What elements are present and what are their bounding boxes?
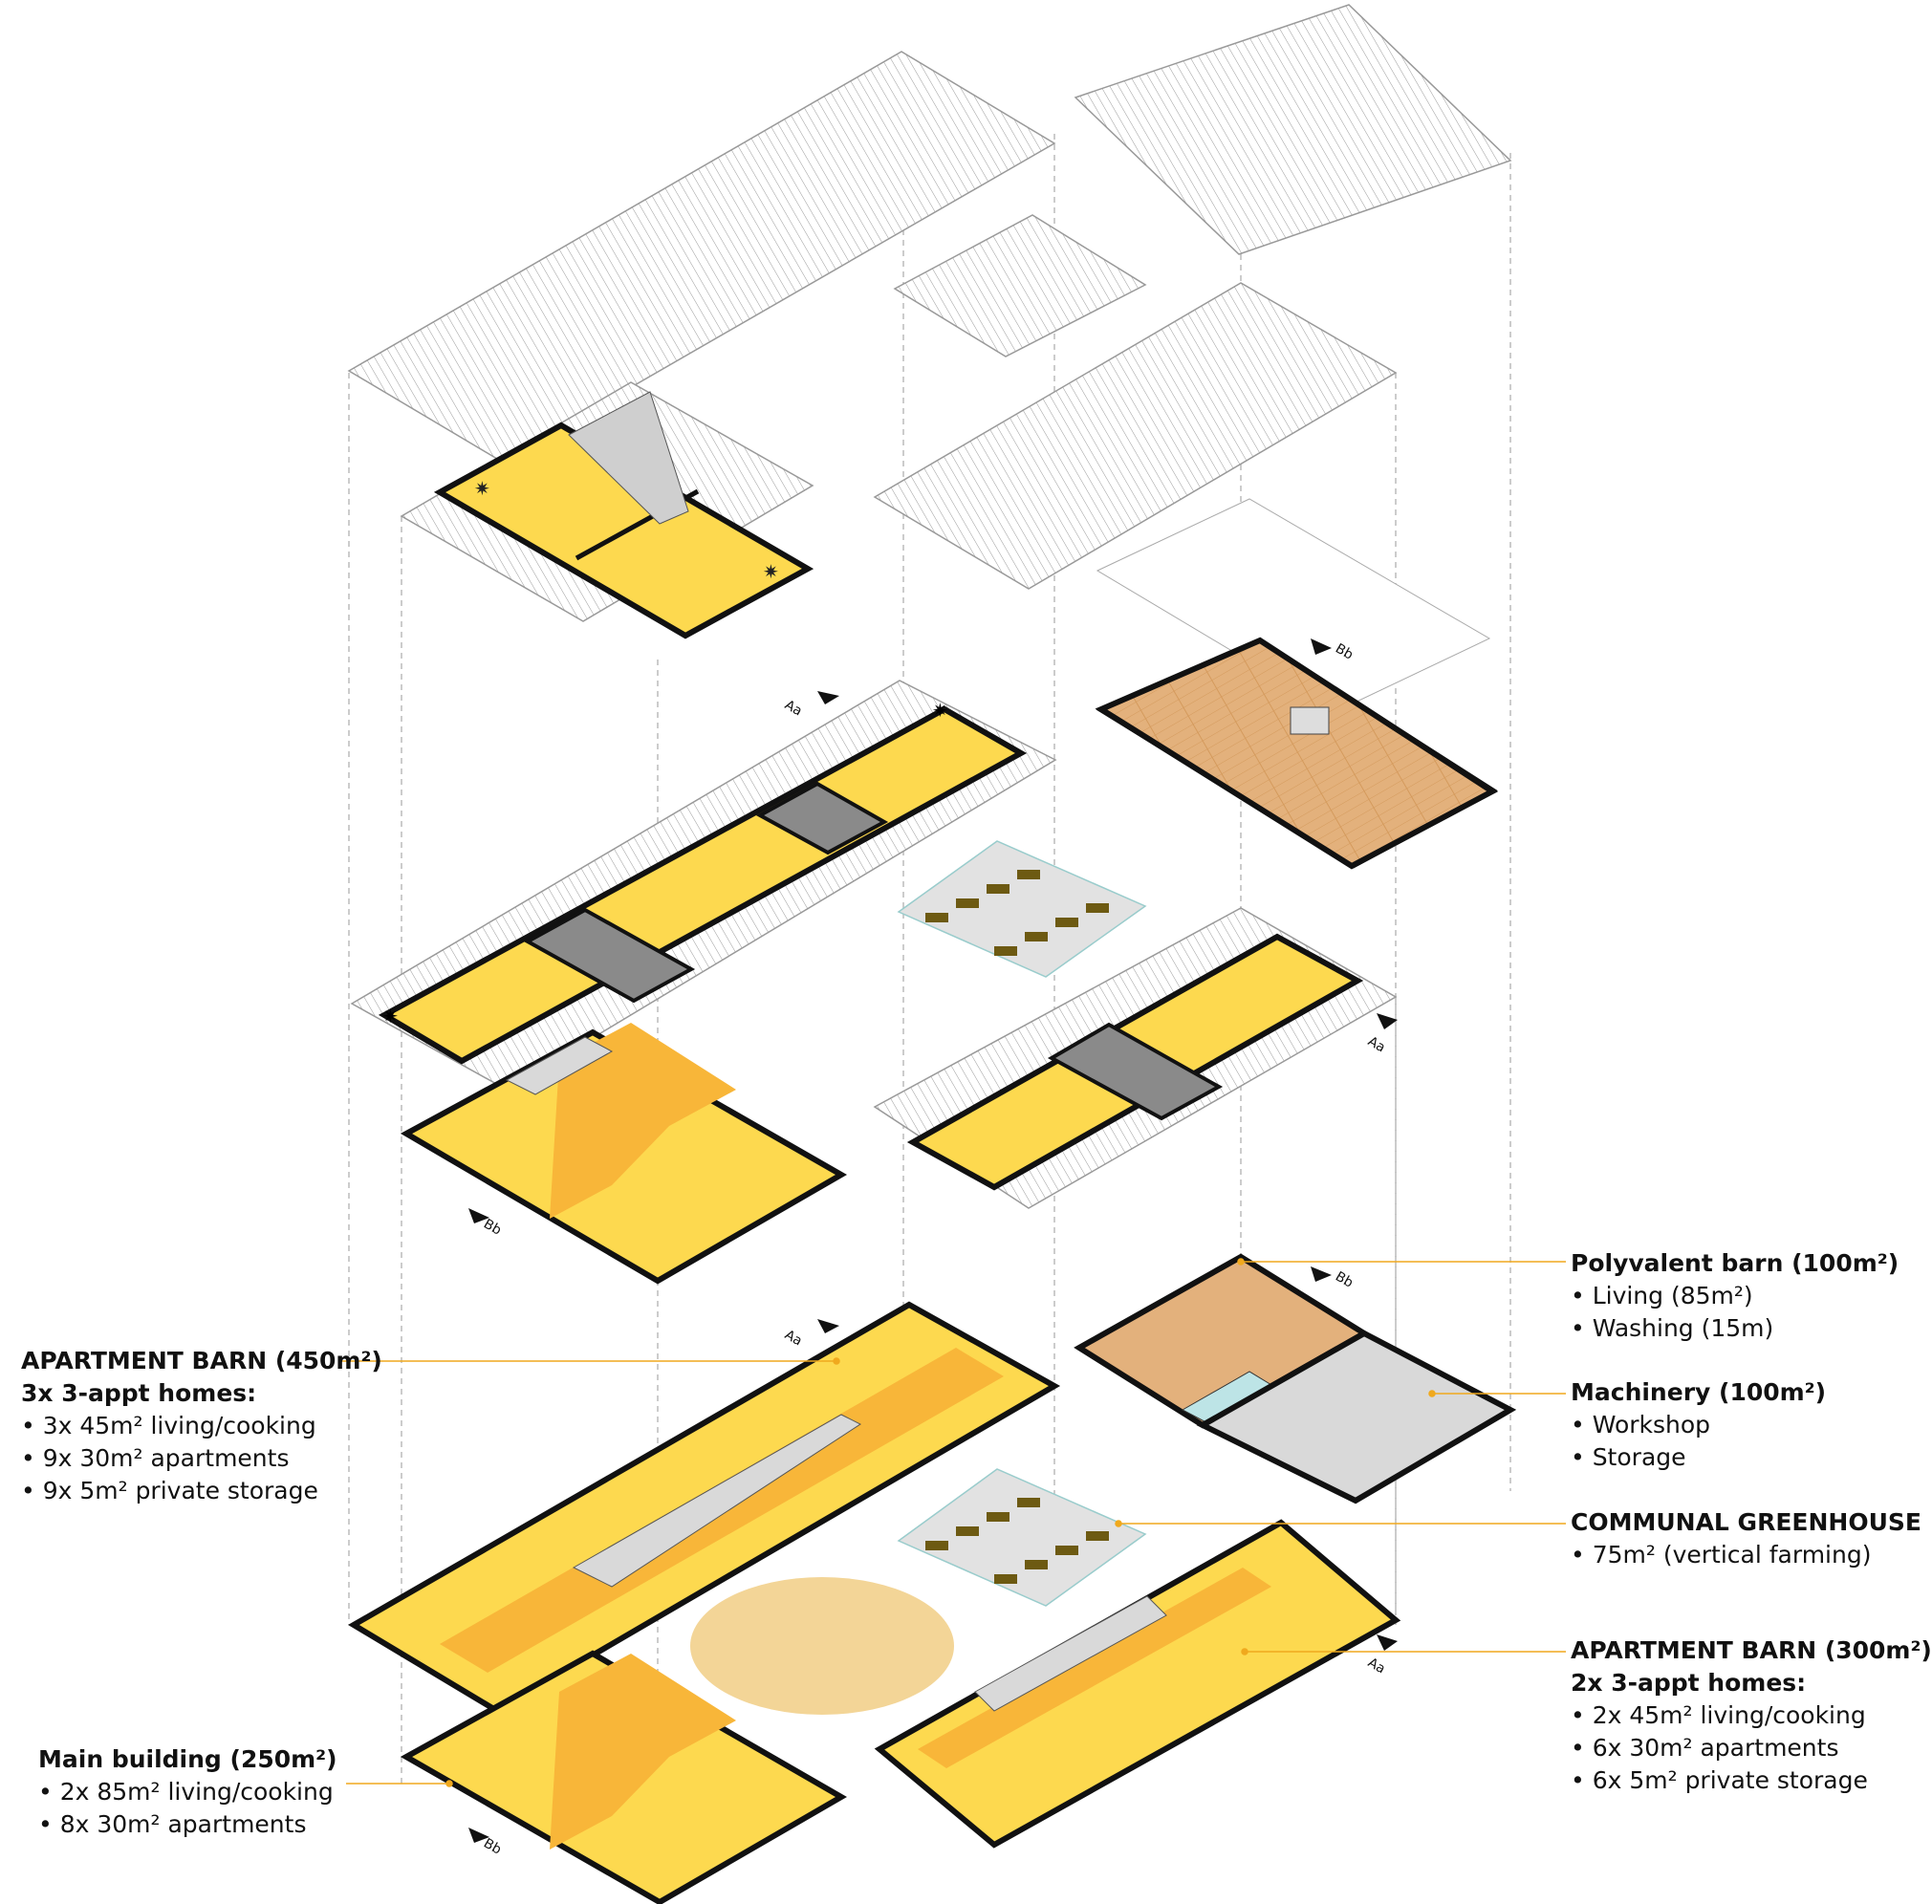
label-apartment-barn-300-title: APARTMENT BARN (300m²) — [1571, 1636, 1932, 1664]
label-apartment-barn-450-subtitle: 3x 3-appt homes: — [21, 1379, 257, 1407]
floor-main-ground — [400, 1650, 847, 1904]
leader-lines — [342, 1258, 1566, 1787]
roof-apartment-barn-300 — [873, 282, 1398, 590]
floor-polyvalent-upper — [1095, 498, 1498, 870]
greenhouse-ground — [897, 1468, 1147, 1607]
svg-text:✷: ✷ — [932, 699, 948, 722]
label-item: • 8x 30m² apartments — [38, 1810, 307, 1838]
roof-greenhouse — [893, 214, 1147, 357]
label-item: • 2x 85m² living/cooking — [38, 1778, 334, 1806]
section-mark-bb-4: Bb — [481, 1836, 504, 1858]
label-communal-greenhouse-title: COMMUNAL GREENHOUSE — [1571, 1508, 1921, 1536]
label-item: • 75m² (vertical farming) — [1571, 1541, 1872, 1569]
label-apartment-barn-450-title: APARTMENT BARN (450m²) — [21, 1347, 382, 1374]
label-item: • 3x 45m² living/cooking — [21, 1412, 316, 1439]
floor-main-middle — [400, 1023, 848, 1285]
label-main-building-title: Main building (250m²) — [38, 1745, 337, 1773]
section-mark-bb-2: Bb — [481, 1217, 504, 1239]
label-item: • 2x 45m² living/cooking — [1571, 1701, 1866, 1729]
roof-polyvalent-barn — [1074, 4, 1512, 255]
greenhouse-upper — [897, 840, 1147, 978]
label-polyvalent-barn-title: Polyvalent barn (100m²) — [1571, 1249, 1899, 1277]
svg-text:✷: ✷ — [763, 560, 779, 583]
label-item: • 9x 5m² private storage — [21, 1477, 318, 1504]
label-communal-greenhouse: COMMUNAL GREENHOUSE • 75m² (vertical far… — [1571, 1506, 1921, 1571]
label-apartment-barn-450: APARTMENT BARN (450m²) 3x 3-appt homes: … — [21, 1345, 382, 1507]
label-main-building: Main building (250m²) • 2x 85m² living/c… — [38, 1743, 337, 1841]
roof-apartment-barn-450 — [347, 51, 1056, 463]
section-mark-aa-3: Aa — [782, 1328, 805, 1350]
label-item: • Storage — [1571, 1443, 1686, 1471]
floor-apartment-barn-300-ground — [874, 1519, 1401, 1849]
label-polyvalent-barn: Polyvalent barn (100m²) • Living (85m²) … — [1571, 1247, 1899, 1345]
label-item: • 6x 30m² apartments — [1571, 1734, 1839, 1762]
floor-apartment-barn-450-upper: ✷ ✷ — [350, 680, 1057, 1091]
section-mark-aa-1: Aa — [782, 698, 805, 720]
section-mark-bb-3: Bb — [1333, 1269, 1356, 1291]
floor-apartment-barn-300-upper — [873, 907, 1398, 1209]
label-machinery-title: Machinery (100m²) — [1571, 1378, 1827, 1406]
label-item: • Living (85m²) — [1571, 1282, 1753, 1309]
svg-text:✷: ✷ — [382, 1005, 399, 1028]
label-machinery: Machinery (100m²) • Workshop • Storage — [1571, 1376, 1826, 1474]
label-item: • 6x 5m² private storage — [1571, 1766, 1868, 1794]
roofs — [347, 4, 1512, 622]
label-item: • 9x 30m² apartments — [21, 1444, 290, 1472]
floor-apartment-barn-450-ground — [348, 1301, 1061, 1715]
section-mark-aa-4: Aa — [1365, 1655, 1388, 1677]
floor-polyvalent-ground — [1074, 1253, 1517, 1504]
floor-main-upper: ✷ ✷ — [433, 391, 814, 639]
courtyard-circle — [690, 1577, 954, 1715]
label-item: • Workshop — [1571, 1411, 1711, 1439]
section-mark-aa-2: Aa — [1365, 1034, 1388, 1056]
svg-text:✷: ✷ — [474, 477, 490, 500]
label-apartment-barn-300: APARTMENT BARN (300m²) 2x 3-appt homes: … — [1571, 1634, 1932, 1797]
label-item: • Washing (15m) — [1571, 1314, 1774, 1342]
label-apartment-barn-300-subtitle: 2x 3-appt homes: — [1571, 1669, 1807, 1697]
